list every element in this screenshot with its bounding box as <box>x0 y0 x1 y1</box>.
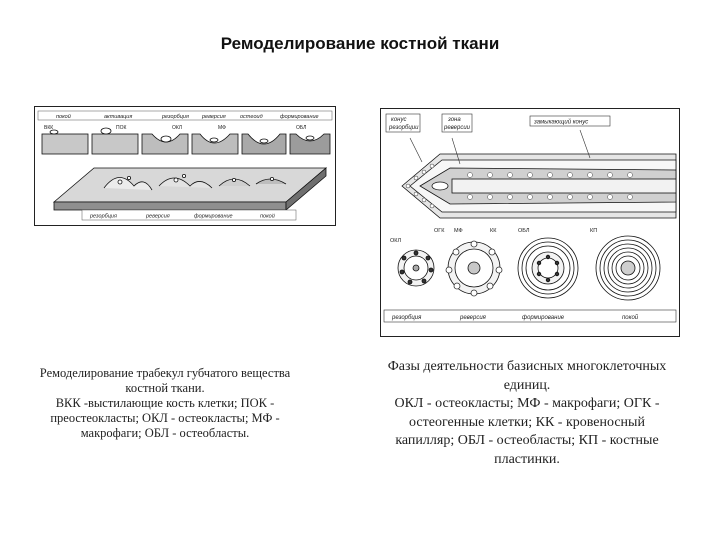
label-mf-left: МФ <box>218 125 226 131</box>
phase-formation: формирование <box>522 315 565 321</box>
label-activation: активация <box>104 114 132 120</box>
cross-section-reversal <box>445 240 503 297</box>
phase-rest: покой <box>622 314 639 321</box>
phase-label-bar: резорбция реверсия формирование покой <box>383 309 677 323</box>
top-label-bar: покой активация резорбция реверсия остео… <box>37 110 333 121</box>
top-label-boxes: конус резорбции зона реверсии замыкающий… <box>385 113 611 133</box>
label-cone-2: резорбции <box>388 125 419 131</box>
cell-labels: ОКЛ ОГК МФ КК ОБЛ КП <box>390 228 597 244</box>
cross-section-rest <box>595 235 661 301</box>
right-caption-line: капилляр; ОБЛ - остеобласты; КП - костны… <box>395 433 659 448</box>
label-okl: ОКЛ <box>390 238 401 244</box>
bmu-cone <box>401 129 677 219</box>
left-caption-line: костной ткани. <box>125 381 205 395</box>
right-caption-line: Фазы деятельности базисных многоклеточны… <box>387 359 667 374</box>
label-kk: КК <box>490 228 497 234</box>
cross-section-formation <box>517 237 579 299</box>
label-formation-top: формирование <box>280 114 319 120</box>
label-reversal-zone-1: зона <box>447 117 461 123</box>
pit-sequence <box>41 127 331 155</box>
left-caption: Ремоделирование трабекул губчатого вещес… <box>20 366 310 441</box>
label-reversal-top: реверсия <box>201 114 226 120</box>
label-obl: ОБЛ <box>518 228 530 234</box>
left-caption-line: ВКК -выстилающие кость клетки; ПОК - <box>55 396 275 410</box>
label-obl-left: ОБЛ <box>296 125 306 131</box>
label-resorption-bottom: резорбция <box>89 214 117 220</box>
phase-resorption: резорбция <box>391 315 422 321</box>
slide-title: Ремоделирование костной ткани <box>220 34 500 53</box>
bmu-phases-figure: конус резорбции зона реверсии замыкающий… <box>380 108 680 337</box>
cross-section-resorption <box>397 249 435 287</box>
label-okl-left: ОКЛ <box>172 125 182 131</box>
label-reversal-zone-2: реверсии <box>443 125 471 131</box>
label-kp: КП <box>590 228 597 234</box>
right-caption-line: пластинки. <box>494 451 560 467</box>
small-cell-labels: ВКК ПОК ОКЛ МФ ОБЛ <box>44 125 306 131</box>
label-resorption-top: резорбция <box>161 114 189 120</box>
left-caption-line: Ремоделирование трабекул губчатого вещес… <box>39 366 291 380</box>
right-caption: Фазы деятельности базисных многоклеточны… <box>362 358 692 469</box>
trabecular-remodeling-figure: покой активация резорбция реверсия остео… <box>34 106 336 226</box>
label-osteoid: остеоид <box>240 114 263 120</box>
label-cone-1: конус <box>391 117 406 123</box>
phase-reversal: реверсия <box>459 315 487 321</box>
right-caption-line: ОКЛ - остеокласты; МФ - макрофаги; ОГК - <box>394 396 660 411</box>
label-rest-top: покой <box>56 113 71 120</box>
left-caption-line: макрофаги; ОБЛ - остеобласты. <box>80 426 250 440</box>
label-pok: ПОК <box>116 125 126 131</box>
left-caption-line: преостеокласты; ОКЛ - остеокласты; МФ - <box>50 411 280 425</box>
right-caption-line: единиц. <box>503 377 551 393</box>
right-caption-line: остеогенные клетки; КК - кровеносный <box>409 414 645 430</box>
label-mf: МФ <box>454 228 463 234</box>
label-formation-bottom: формирование <box>194 214 233 220</box>
label-rest-bottom: покой <box>260 213 275 220</box>
label-reversal-bottom: реверсия <box>145 214 170 220</box>
label-vkk: ВКК <box>44 125 53 131</box>
bottom-label-bar: резорбция реверсия формирование покой <box>81 209 297 221</box>
label-ogk: ОГК <box>434 228 445 234</box>
trabecula-slab <box>52 167 328 211</box>
label-closing-cone: замыкающий конус <box>533 119 588 126</box>
